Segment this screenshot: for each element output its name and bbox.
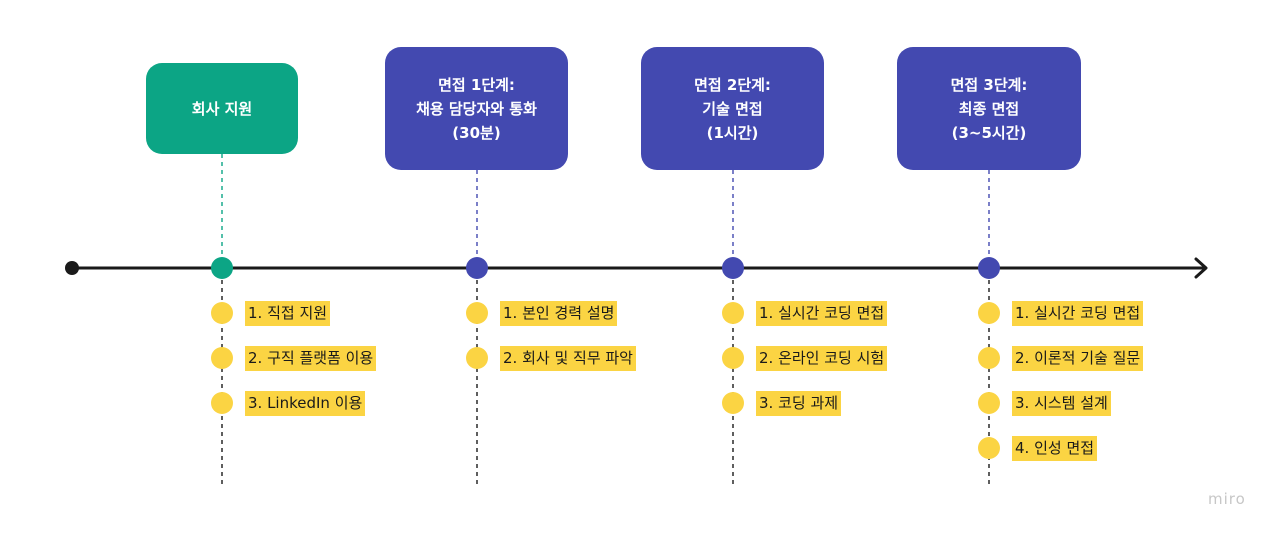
stage-3-item-3: 3. 코딩 과제	[756, 391, 842, 416]
stage-4-title-line-1: 면접 3단계:	[950, 75, 1028, 94]
stage-4-bullet-4	[978, 437, 1000, 459]
stage-4-title-line-3: (3~5시간)	[951, 123, 1027, 142]
stage-3-title-line-2: 기술 면접	[702, 99, 763, 118]
stage-2-item-2: 2. 회사 및 직무 파악	[500, 346, 636, 371]
stage-3-bullet-2	[722, 347, 744, 369]
miro-logo: miro	[1208, 490, 1246, 508]
stage-4-bullet-1	[978, 302, 1000, 324]
stage-1-node	[211, 257, 233, 279]
timeline-start-dot	[65, 261, 79, 275]
stage-4-item-4: 4. 인성 면접	[1012, 436, 1098, 461]
stage-4-bullet-3	[978, 392, 1000, 414]
stage-3-item-2: 2. 온라인 코딩 시험	[756, 346, 888, 371]
stage-2-bullet-1	[466, 302, 488, 324]
stage-4-box: 면접 3단계: 최종 면접 (3~5시간)	[897, 47, 1081, 170]
timeline-arrowhead	[1194, 257, 1208, 279]
stage-3-bullet-1	[722, 302, 744, 324]
stage-1-box: 회사 지원	[146, 63, 298, 154]
stage-3-title-line-3: (1시간)	[706, 123, 759, 142]
stage-3-box: 면접 2단계: 기술 면접 (1시간)	[641, 47, 824, 170]
stage-4-item-3: 3. 시스템 설계	[1012, 391, 1111, 416]
stage-3-title-line-1: 면접 2단계:	[694, 75, 771, 94]
stage-4-item-2: 2. 이론적 기술 질문	[1012, 346, 1144, 371]
stage-1-item-2: 2. 구직 플랫폼 이용	[245, 346, 377, 371]
stage-2-box: 면접 1단계: 채용 담당자와 통화 (30분)	[385, 47, 568, 170]
stage-1-bullet-2	[211, 347, 233, 369]
stage-3-node	[722, 257, 744, 279]
stage-1-item-3: 3. LinkedIn 이용	[245, 391, 366, 416]
stage-4-bullet-2	[978, 347, 1000, 369]
stage-2-title-line-1: 면접 1단계:	[438, 75, 515, 94]
stage-2-node	[466, 257, 488, 279]
stage-1-item-1: 1. 직접 지원	[245, 301, 331, 326]
stage-2-item-1: 1. 본인 경력 설명	[500, 301, 618, 326]
stage-1-bullet-1	[211, 302, 233, 324]
stage-2-bullet-2	[466, 347, 488, 369]
stage-2-title-line-2: 채용 담당자와 통화	[416, 99, 537, 118]
stage-3-item-1: 1. 실시간 코딩 면접	[756, 301, 888, 326]
stage-1-title-line-1: 회사 지원	[191, 99, 253, 118]
stage-2-title-line-3: (30분)	[452, 123, 501, 142]
stage-4-title-line-2: 최종 면접	[958, 99, 1020, 118]
stage-4-node	[978, 257, 1000, 279]
stage-4-item-1: 1. 실시간 코딩 면접	[1012, 301, 1144, 326]
stage-1-bullet-3	[211, 392, 233, 414]
stage-3-bullet-3	[722, 392, 744, 414]
